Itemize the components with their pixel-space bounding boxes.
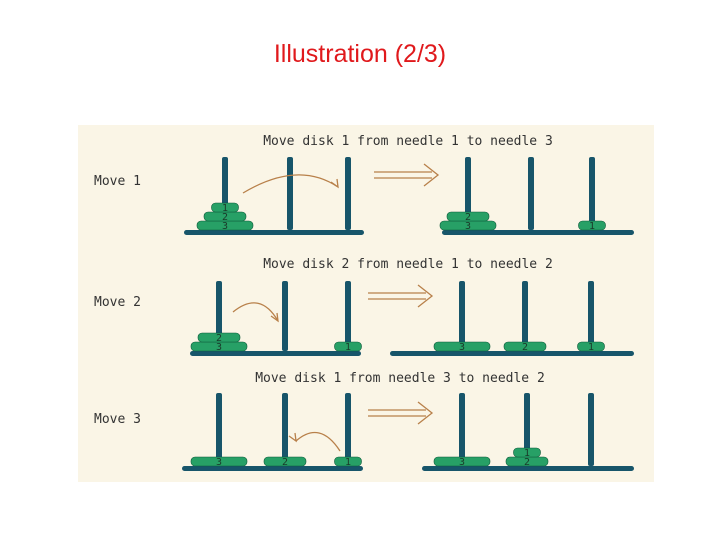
disk-label: 1 — [345, 342, 351, 353]
disk-label: 3 — [222, 221, 228, 232]
step-caption: Move disk 1 from needle 3 to needle 2 — [255, 371, 545, 386]
move-label: Move 1 — [94, 174, 141, 189]
disk — [578, 220, 606, 231]
transition-arrow — [374, 163, 440, 187]
disk — [433, 341, 491, 352]
move-label: Move 3 — [94, 412, 141, 427]
disk — [211, 202, 239, 213]
move-curve-arrowhead — [270, 312, 279, 323]
disk-label: 3 — [459, 342, 465, 353]
needle — [282, 393, 288, 466]
needle — [522, 281, 528, 351]
disk — [503, 341, 547, 352]
move-curve-arrow — [232, 302, 279, 322]
base-bar — [422, 466, 634, 471]
needle — [528, 157, 534, 230]
disk-label: 3 — [465, 221, 471, 232]
needle — [588, 281, 594, 351]
slide-title: Illustration (2/3) — [273, 40, 447, 68]
disk — [263, 456, 307, 467]
disk — [433, 456, 491, 467]
needle — [282, 281, 288, 351]
needle — [459, 281, 465, 351]
disk — [190, 456, 248, 467]
step-caption: Move disk 2 from needle 1 to needle 2 — [263, 257, 553, 272]
disk — [577, 341, 605, 352]
disk-label: 3 — [216, 342, 222, 353]
needle — [588, 393, 594, 466]
transition-arrow — [368, 284, 434, 308]
disk-label: 2 — [524, 457, 530, 468]
base-bar — [190, 351, 361, 356]
needle — [589, 157, 595, 230]
move-curve-arrow — [242, 174, 339, 194]
move-curve-arrowhead — [330, 178, 339, 189]
needle — [345, 281, 351, 351]
disk — [513, 447, 541, 458]
needle — [345, 157, 351, 230]
disk-label: 2 — [522, 342, 528, 353]
disk — [446, 211, 490, 222]
hanoi-illustration: Move disk 1 from needle 1 to needle 3 Mov… — [78, 125, 654, 482]
move-curve-arrow — [295, 431, 341, 452]
base-bar — [184, 230, 364, 235]
move-label: Move 2 — [94, 295, 141, 310]
disk-label: 2 — [216, 333, 222, 344]
disk — [197, 332, 241, 343]
move-curve-arrowhead — [288, 432, 297, 443]
disk-label: 1 — [222, 203, 228, 214]
disk-label: 2 — [222, 212, 228, 223]
disk-label: 2 — [282, 457, 288, 468]
disk-label: 2 — [465, 212, 471, 223]
needle — [459, 393, 465, 466]
disk-label: 1 — [589, 221, 595, 232]
disk-label: 3 — [459, 457, 465, 468]
disk-label: 1 — [588, 342, 594, 353]
disk — [334, 456, 362, 467]
disk-label: 1 — [345, 457, 351, 468]
disk-label: 3 — [216, 457, 222, 468]
base-bar — [390, 351, 634, 356]
needle — [345, 393, 351, 466]
disk-label: 1 — [524, 448, 530, 459]
hanoi-diagram: Move disk 1 from needle 1 to needle 3 Mov… — [94, 134, 634, 471]
transition-arrow — [368, 401, 434, 425]
needle — [216, 393, 222, 466]
disk — [334, 341, 362, 352]
step-caption: Move disk 1 from needle 1 to needle 3 — [263, 134, 553, 149]
needle — [287, 157, 293, 230]
base-bar — [442, 230, 634, 235]
base-bar — [182, 466, 363, 471]
